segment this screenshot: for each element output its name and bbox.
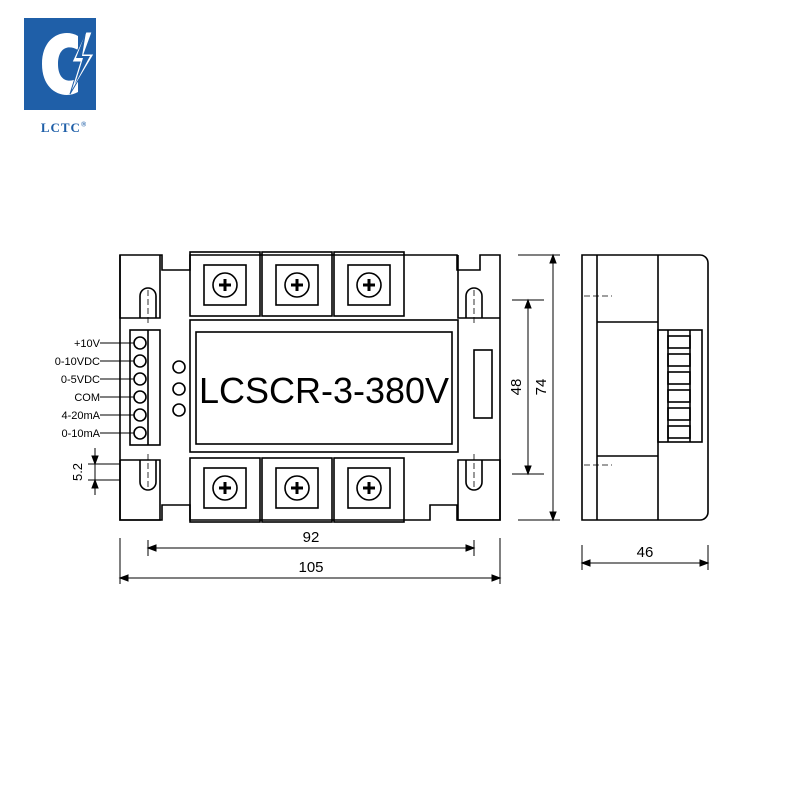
lctc-logo: LCTC®: [20, 14, 108, 135]
terminal-label-4: COM: [74, 392, 100, 404]
dim-terminal-pitch: 5.2: [70, 463, 85, 481]
slot-bottom-left: [139, 460, 157, 491]
logo-text: LCTC®: [40, 120, 88, 135]
side-terminal-slots: [667, 335, 691, 439]
side-body-outline: [581, 254, 709, 521]
terminal-block-bottom-3: [333, 457, 405, 523]
slot-bottom-right: [465, 460, 483, 491]
terminal-label-5: 4-20mA: [61, 410, 100, 422]
screw-crosses: [219, 279, 375, 494]
center-label-area: [195, 331, 453, 445]
terminal-block-top-1: [189, 251, 261, 317]
terminal-label-1: +10V: [74, 338, 101, 350]
terminal-block-top-3: [333, 251, 405, 317]
side-terminal-strip: [657, 329, 703, 443]
slot-top-right: [465, 287, 483, 318]
terminal-label-6: 0-10mA: [61, 428, 100, 440]
terminal-block-bottom-1: [189, 457, 261, 523]
indicator-window: [473, 349, 493, 419]
terminal-block-bottom-2: [261, 457, 333, 523]
dim-width-inner: 92: [303, 529, 320, 546]
dim-width-outer: 105: [298, 559, 323, 576]
led-3: [172, 403, 186, 417]
dim-height-outer: 74: [533, 379, 550, 396]
right-mount-top: [457, 255, 500, 319]
terminal-block-top-2: [261, 251, 333, 317]
model-label: LCSCR-3-380V: [199, 370, 449, 411]
right-mount-bottom: [457, 459, 501, 521]
control-terminal-screws: [133, 336, 147, 440]
center-panel: [189, 319, 459, 453]
terminal-label-2: 0-10VDC: [55, 356, 100, 368]
dim-depth: 46: [637, 544, 654, 561]
led-2: [172, 382, 186, 396]
dim-height-inner: 48: [508, 379, 525, 396]
slot-top-left: [139, 287, 157, 318]
screw-icons: [212, 272, 382, 501]
led-1: [172, 360, 186, 374]
lctc-logo-mark: [24, 18, 96, 110]
control-terminal-strip: [129, 329, 161, 446]
terminal-label-3: 0-5VDC: [61, 374, 100, 386]
left-mount-bottom: [119, 459, 161, 521]
